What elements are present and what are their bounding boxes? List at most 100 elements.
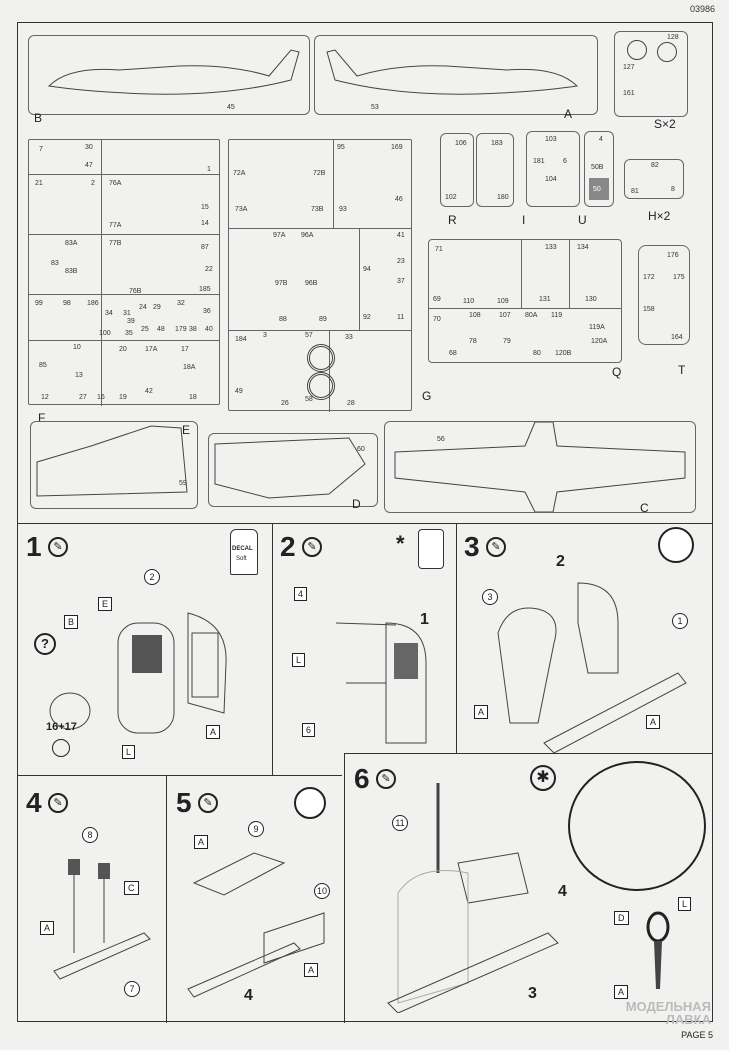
sprue-tag: E bbox=[98, 597, 113, 611]
part-number: 37 bbox=[397, 278, 405, 285]
part-number: 17 bbox=[181, 346, 189, 353]
part-number: 127 bbox=[623, 64, 635, 71]
part-number: 89 bbox=[319, 316, 327, 323]
part-number: 6 bbox=[563, 158, 567, 165]
sprue-letter-g: G bbox=[422, 389, 432, 403]
part-number: 22 bbox=[205, 266, 213, 273]
wing-half-drawing bbox=[36, 425, 188, 497]
document-code: 03986 bbox=[689, 4, 715, 14]
sprue-d: 60 bbox=[208, 433, 378, 507]
part-number: 172 bbox=[643, 274, 655, 281]
part-number: 3 bbox=[263, 332, 267, 339]
part-number: 97A bbox=[273, 232, 286, 239]
detail-magnifier bbox=[568, 761, 706, 891]
part-number: 87 bbox=[201, 244, 209, 251]
sprue-tag: L bbox=[678, 897, 692, 911]
oxygen-ring bbox=[307, 344, 335, 372]
divider bbox=[344, 753, 712, 754]
part-number: 183 bbox=[491, 140, 503, 147]
step-5-drawing bbox=[187, 852, 325, 998]
part-number: 60 bbox=[357, 446, 365, 453]
part-number: 36 bbox=[203, 308, 211, 315]
sprue-tag: A bbox=[474, 705, 489, 719]
part-number: 49 bbox=[235, 388, 243, 395]
part-number: 48 bbox=[157, 326, 165, 333]
glue-icon: ✎ bbox=[376, 769, 396, 789]
sprue-qty-h: H×2 bbox=[648, 209, 671, 223]
part-box: 6 bbox=[302, 723, 316, 737]
part-number: 18A bbox=[183, 364, 196, 371]
part-number: 102 bbox=[445, 194, 457, 201]
sprue-tag: L bbox=[292, 653, 306, 667]
divider bbox=[272, 523, 273, 775]
part-number: 180 bbox=[497, 194, 509, 201]
oxygen-ring bbox=[307, 372, 335, 400]
divider bbox=[456, 523, 457, 753]
part-number: 26 bbox=[281, 400, 289, 407]
sprue-i: 183 180 bbox=[476, 133, 514, 207]
glue-icon: ✎ bbox=[48, 793, 68, 813]
part-number: 109 bbox=[497, 298, 509, 305]
sprue-letter-t: T bbox=[678, 363, 686, 377]
part-number: 70 bbox=[433, 316, 441, 323]
part-number: 46 bbox=[395, 196, 403, 203]
part-number: 20 bbox=[119, 346, 127, 353]
part-box: 4 bbox=[294, 587, 308, 601]
part-number: 47 bbox=[85, 162, 93, 169]
part-number: 2 bbox=[91, 180, 95, 187]
part-number-large: 3 bbox=[528, 985, 537, 1002]
part-number: 34 bbox=[105, 310, 113, 317]
part-number: 88 bbox=[279, 316, 287, 323]
part-number: 16 bbox=[97, 394, 105, 401]
sprue-r: 106 102 bbox=[440, 133, 474, 207]
step-number: 6 bbox=[354, 763, 370, 794]
part-number: 128 bbox=[667, 34, 679, 41]
part-number: 133 bbox=[545, 244, 557, 251]
fuselage-half-drawing bbox=[47, 49, 300, 95]
divider bbox=[166, 775, 167, 1023]
part-number: 81 bbox=[631, 188, 639, 195]
part-number: 185 bbox=[199, 286, 211, 293]
part-number: 96B bbox=[305, 280, 318, 287]
part-number: 164 bbox=[671, 334, 683, 341]
part-number: 120A bbox=[591, 338, 608, 345]
part-callout: 11 bbox=[392, 815, 408, 831]
part-number: 69 bbox=[433, 296, 441, 303]
part-number: 176 bbox=[667, 252, 679, 259]
sprue-qty-s: S×2 bbox=[654, 117, 676, 131]
sprue-i-2: 103 181 6 104 bbox=[526, 131, 580, 207]
part-number: 179 bbox=[175, 326, 187, 333]
part-callout: 8 bbox=[82, 827, 98, 843]
part-number-large: 1 bbox=[420, 611, 429, 628]
part-number: 119A bbox=[589, 324, 605, 331]
part-number: 99 bbox=[35, 300, 43, 307]
sprue-letter-e: E bbox=[182, 423, 191, 437]
watermark-text: ЛАВКА bbox=[665, 1012, 711, 1027]
part-number-large: 4 bbox=[558, 883, 567, 900]
part-callout: 1 bbox=[672, 613, 688, 629]
part-number: 98 bbox=[63, 300, 71, 307]
bottle-label: Soft bbox=[236, 556, 247, 562]
divider bbox=[344, 753, 345, 1023]
part-number: 8 bbox=[671, 186, 675, 193]
part-number: 29 bbox=[153, 304, 161, 311]
sprue-letter-i: I bbox=[522, 213, 526, 227]
wheel-part bbox=[627, 40, 647, 60]
step-number: 4 bbox=[26, 787, 42, 818]
part-number: 97B bbox=[275, 280, 288, 287]
step-number: 5 bbox=[176, 787, 192, 818]
part-number: 42 bbox=[145, 388, 153, 395]
part-callout: 2 bbox=[144, 569, 160, 585]
part-number: 41 bbox=[397, 232, 405, 239]
step-6-drawing bbox=[387, 783, 559, 1013]
glue-icon: ✎ bbox=[302, 537, 322, 557]
part-number: 107 bbox=[499, 312, 511, 319]
part-number: 28 bbox=[347, 400, 355, 407]
part-callout: 9 bbox=[248, 821, 264, 837]
fuselage-half-drawing bbox=[326, 49, 579, 95]
sprue-letter-r: R bbox=[448, 213, 457, 227]
part-number: 32 bbox=[177, 300, 185, 307]
step-number: 2 bbox=[280, 531, 296, 562]
part-number: 80A bbox=[525, 312, 538, 319]
